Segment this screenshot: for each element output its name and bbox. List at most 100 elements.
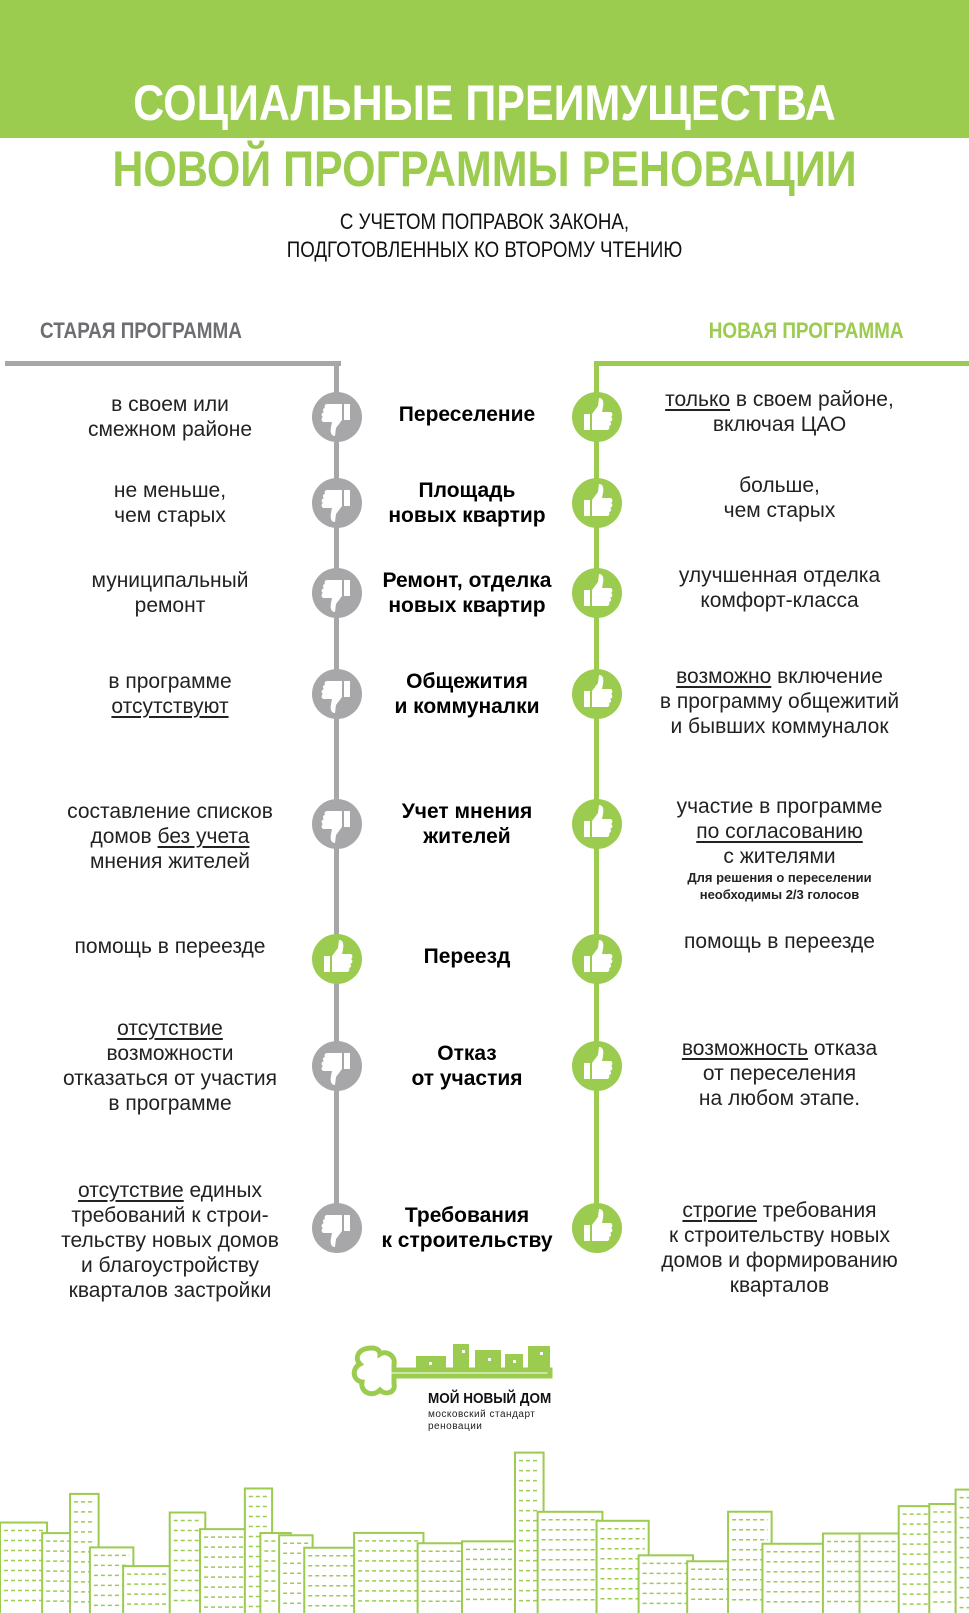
text-segment: от переселения [702,1062,857,1085]
criterion-title-line: новых квартир [388,504,546,527]
text-line: ремонт [20,593,320,618]
logo-name: МОЙ НОВЫЙ ДОМ [428,1390,552,1407]
thumbs-up-icon [572,392,622,442]
text-segment: возможности [106,1042,234,1065]
text-segment: к строительству новых [669,1224,890,1247]
text-segment: в программу общежитий [659,690,900,713]
skyline-building [199,1528,252,1613]
logo-tagline-2: реновации [428,1421,483,1432]
criterion-title: Переселение [362,402,572,427]
text-line: в своем или [20,392,320,417]
underlined-text: без учета [157,825,250,848]
text-line: участие в программе [622,794,937,819]
text-segment: чем старых [723,499,836,522]
text-segment: и благоустройству [80,1254,259,1277]
text-line: смежном районе [20,417,320,442]
text-line: на любом этапе. [622,1086,937,1111]
subtitle-line-2: ПОДГОТОВЛЕННЫХ КО ВТОРОМУ ЧТЕНИЮ [286,237,683,262]
underlined-text: отсутствуют [111,695,229,718]
criterion-title-line: и коммуналки [394,695,540,718]
text-line: домов без учета [20,824,320,849]
text-line: муниципальный [20,568,320,593]
thumbs-up-icon [572,568,622,618]
text-segment: не меньше, [113,479,227,502]
new-program-text: больше,чем старых [622,473,937,523]
text-line: составление списков [20,799,320,824]
new-timeline-top [594,361,969,366]
thumbs-up-icon [312,934,362,984]
header-band [0,0,969,138]
city-skyline-illustration [0,1451,969,1613]
skyline-building [536,1510,604,1613]
criterion-title-line: к строительству [381,1229,553,1252]
thumbs-up-icon [572,934,622,984]
criterion-title-line: Переселение [398,402,536,426]
text-line: в программу общежитий [622,689,937,714]
text-line: и благоустройству [20,1253,320,1278]
text-line: улучшенная отделка [622,563,937,588]
text-line: возможность отказа [622,1036,937,1061]
text-line: строгие требования [622,1198,937,1223]
text-line: домов и формированию [622,1248,937,1273]
text-line: и бывших коммуналок [622,714,937,739]
underlined-text: по согласованию [696,820,863,843]
thumbs-up-icon [572,799,622,849]
text-segment: кварталов [729,1274,830,1297]
text-line: помощь в переезде [20,934,320,959]
text-line: по согласованию [622,819,937,844]
criterion-title-line: Общежития [406,670,528,693]
thumbs-down-icon [312,1041,362,1091]
old-program-heading: СТАРАЯ ПРОГРАММА [40,318,242,343]
text-line: с жителями [622,844,937,869]
text-line: комфорт-класса [622,588,937,613]
old-program-text: помощь в переезде [20,934,320,959]
text-segment: составление списков [67,800,273,823]
logo-key-icon [351,1344,553,1397]
text-segment: в программе [108,670,232,693]
thumbs-down-icon [312,392,362,442]
criterion-title-line: жителей [423,825,511,848]
text-line: кварталов [622,1273,937,1298]
text-segment: помощь в переезде [684,930,875,953]
text-segment: улучшенная отделка [678,564,881,587]
thumbs-down-icon [312,799,362,849]
text-segment: включая ЦАО [712,413,847,436]
text-segment: участие в программе [676,795,883,818]
text-segment: муниципальный [91,569,249,592]
text-segment: на любом этапе. [698,1087,861,1110]
text-segment: помощь в переезде [74,935,266,958]
criterion-title-line: Переезд [423,944,511,968]
underlined-text: отсутствие [78,1179,184,1202]
thumbs-down-icon [312,478,362,528]
text-line: больше, [622,473,937,498]
thumbs-down-icon [312,568,362,618]
text-segment: и бывших коммуналок [670,715,889,738]
text-line: чем старых [622,498,937,523]
underlined-text: строгие [682,1199,757,1222]
criterion-title-line: Отказ [437,1042,497,1065]
thumbs-down-icon [312,1203,362,1253]
text-line: к строительству новых [622,1223,937,1248]
title-line-2: НОВОЙ ПРОГРАММЫ РЕНОВАЦИИ [112,141,857,197]
old-timeline-top [5,361,341,366]
text-line: в программе [20,1091,320,1116]
old-timeline [334,361,339,1231]
text-line: возможно включение [622,664,937,689]
skyline-building [416,1542,469,1613]
underlined-text: возможность [681,1037,809,1060]
title-line-1: СОЦИАЛЬНЫЕ ПРЕИМУЩЕСТВА [133,75,836,131]
thumbs-down-icon [312,669,362,719]
text-segment: требования [756,1199,877,1222]
criterion-title: Переезд [362,944,572,969]
